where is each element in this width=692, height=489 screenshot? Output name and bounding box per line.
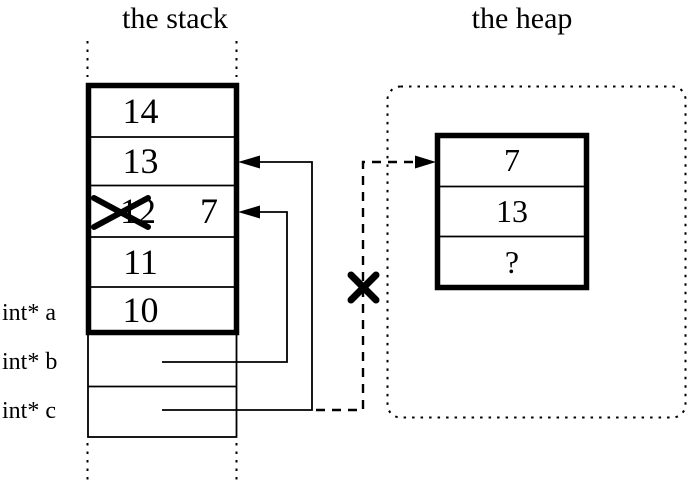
stack-frame-box bbox=[85, 82, 240, 336]
arrowhead-icon bbox=[238, 155, 260, 169]
stack-cell-10: 10 bbox=[88, 288, 237, 332]
pointer-c-line bbox=[162, 161, 313, 411]
stack-cell-11: 11 bbox=[88, 238, 237, 286]
stack-cell-14: 14 bbox=[88, 86, 237, 136]
heap-cell-value: 7 bbox=[504, 142, 520, 178]
stack-cell-value: 14 bbox=[122, 91, 159, 131]
stack-cell-value: 13 bbox=[122, 141, 159, 181]
variable-label-a: int* a bbox=[2, 300, 56, 326]
heap-cell-13: 13 bbox=[437, 187, 587, 235]
invalid-pointer-x-icon bbox=[347, 271, 380, 304]
heap-cell-unknown: ? bbox=[437, 237, 587, 287]
stack-cell-new-value: 7 bbox=[200, 191, 218, 231]
stack-title: the stack bbox=[122, 2, 228, 35]
heap-region-dotted-outline bbox=[386, 85, 687, 419]
stack-cell-value: 10 bbox=[122, 290, 159, 330]
arrowhead-icon bbox=[238, 205, 260, 219]
pointer-variable-cells-box bbox=[87, 332, 238, 438]
heap-title: the heap bbox=[471, 2, 573, 35]
stack-cell-13: 13 bbox=[88, 138, 237, 184]
dangling-pointer-dashed-line bbox=[316, 160, 414, 412]
heap-block-box bbox=[434, 132, 590, 291]
arrowhead-icon bbox=[415, 155, 436, 169]
pointer-b-line bbox=[162, 211, 288, 363]
cross-out-icon bbox=[91, 195, 151, 230]
variable-label-c: int* c bbox=[2, 398, 56, 424]
stack-cell-old-value: 12 bbox=[120, 191, 156, 231]
heap-cell-value: ? bbox=[504, 243, 520, 280]
stack-cell-value: 11 bbox=[123, 242, 158, 282]
heap-cell-value: 13 bbox=[496, 192, 528, 229]
stack-cell-12-overwritten-7: 12 7 bbox=[88, 186, 237, 236]
variable-label-b: int* b bbox=[2, 349, 58, 375]
heap-cell-7: 7 bbox=[437, 136, 587, 185]
